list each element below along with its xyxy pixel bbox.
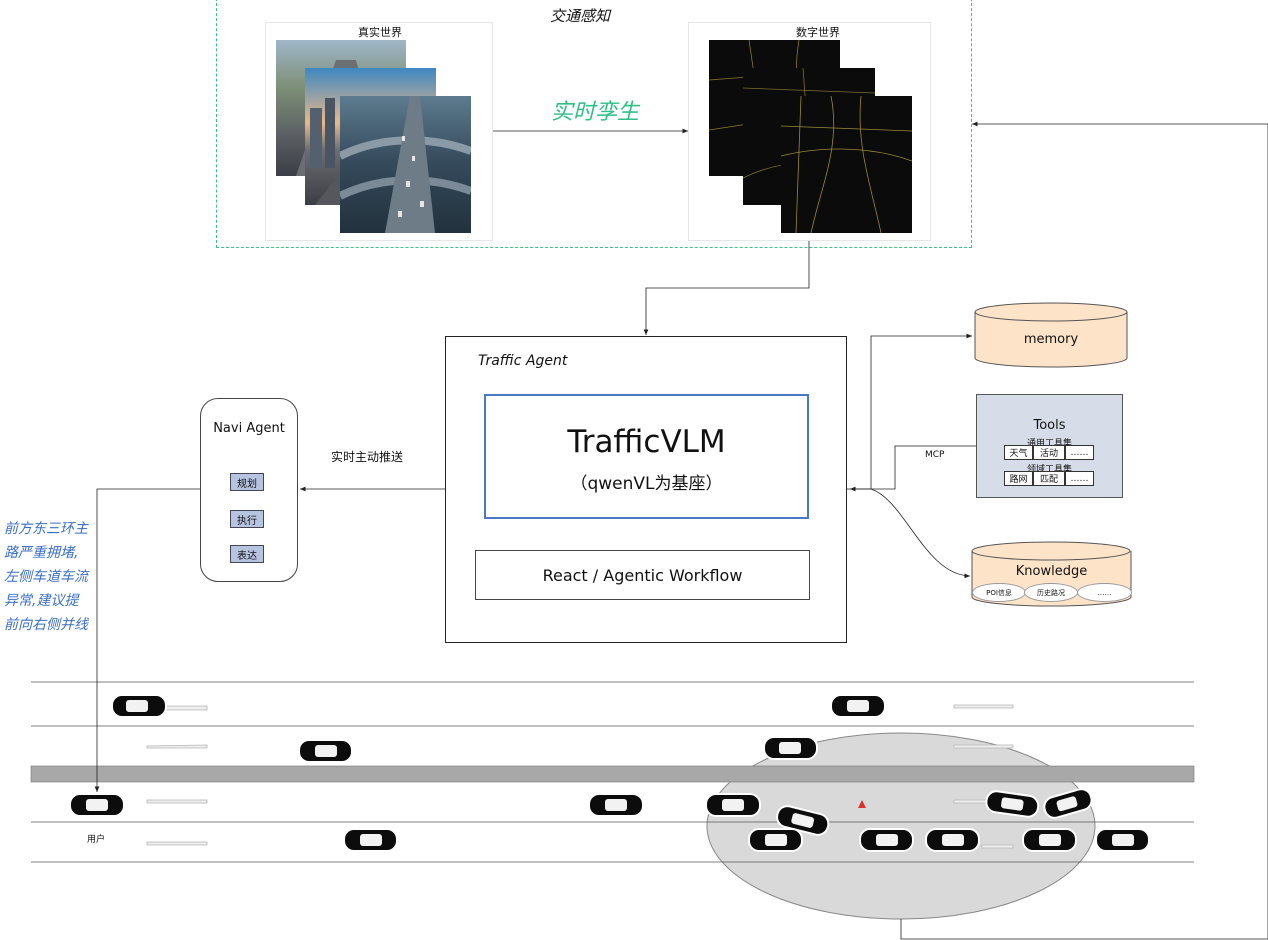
car-icon xyxy=(776,805,830,836)
lane-arrow-icon xyxy=(146,799,208,804)
car-icon xyxy=(69,793,125,817)
traffic-vlm-box xyxy=(484,394,809,519)
road-scene xyxy=(0,660,1268,940)
twin-label: 实时孪生 xyxy=(550,100,639,125)
traffic-vlm-sub: （qwenVL为基座） xyxy=(570,474,723,494)
car-icon xyxy=(298,739,353,763)
tool-activity: 活动 xyxy=(1033,445,1065,460)
car-icon xyxy=(705,793,761,817)
road-median xyxy=(30,765,1195,783)
tool-weather: 天气 xyxy=(1004,445,1033,460)
tool-matching: 匹配 xyxy=(1033,471,1065,486)
perception-title: 交通感知 xyxy=(549,7,610,25)
workflow-label: React / Agentic Workflow xyxy=(542,566,743,585)
lane-arrow-icon xyxy=(164,705,208,711)
congestion-zone xyxy=(706,732,1096,920)
navi-execute-button: 执行 xyxy=(230,510,264,528)
tool-general-more: …… xyxy=(1065,445,1094,460)
digital-map-3 xyxy=(781,96,912,233)
lane-arrow-icon xyxy=(146,744,208,749)
tools-title: Tools xyxy=(1033,418,1066,433)
real-photo-3 xyxy=(340,96,471,233)
workflow-box xyxy=(475,550,810,600)
lane-arrow-icon xyxy=(146,841,208,846)
knowledge-poi: POI信息 xyxy=(972,583,1026,602)
push-label: 实时主动推送 xyxy=(330,450,403,464)
user-label: 用户 xyxy=(86,835,105,845)
digital-world-label: 数字世界 xyxy=(796,26,840,39)
traffic-vlm-name: TrafficVLM xyxy=(567,424,726,460)
knowledge-title: Knowledge xyxy=(1015,564,1088,579)
tool-road-network: 路网 xyxy=(1004,471,1033,486)
knowledge-history: 历史路况 xyxy=(1024,583,1078,602)
traffic-agent-title: Traffic Agent xyxy=(478,353,568,369)
car-icon xyxy=(830,694,886,718)
car-icon xyxy=(1095,828,1150,852)
real-world-label: 真实世界 xyxy=(358,26,402,39)
navi-express-button: 表达 xyxy=(230,545,264,563)
car-icon xyxy=(925,828,980,852)
knowledge-more: …… xyxy=(1077,583,1132,602)
car-icon xyxy=(763,736,818,760)
navi-agent-title: Navi Agent xyxy=(213,421,285,436)
lane-arrow-icon xyxy=(953,704,1014,709)
navi-plan-button: 规划 xyxy=(230,473,264,491)
advice-text: 前方东三环主路严重拥堵,左侧车道车流异常,建议提前向右侧并线 xyxy=(4,521,88,633)
mcp-label: MCP xyxy=(925,450,945,460)
lane-arrow-icon xyxy=(981,844,1014,849)
incident-warning-icon xyxy=(858,800,866,808)
car-icon xyxy=(343,828,398,852)
tool-domain-more: …… xyxy=(1065,471,1094,486)
car-icon xyxy=(1022,828,1077,852)
lane-arrow-icon xyxy=(953,744,1014,749)
car-icon xyxy=(111,694,167,718)
car-icon xyxy=(859,828,914,852)
car-icon xyxy=(588,793,644,817)
car-icon xyxy=(748,828,803,852)
memory-label: memory xyxy=(1023,332,1079,347)
